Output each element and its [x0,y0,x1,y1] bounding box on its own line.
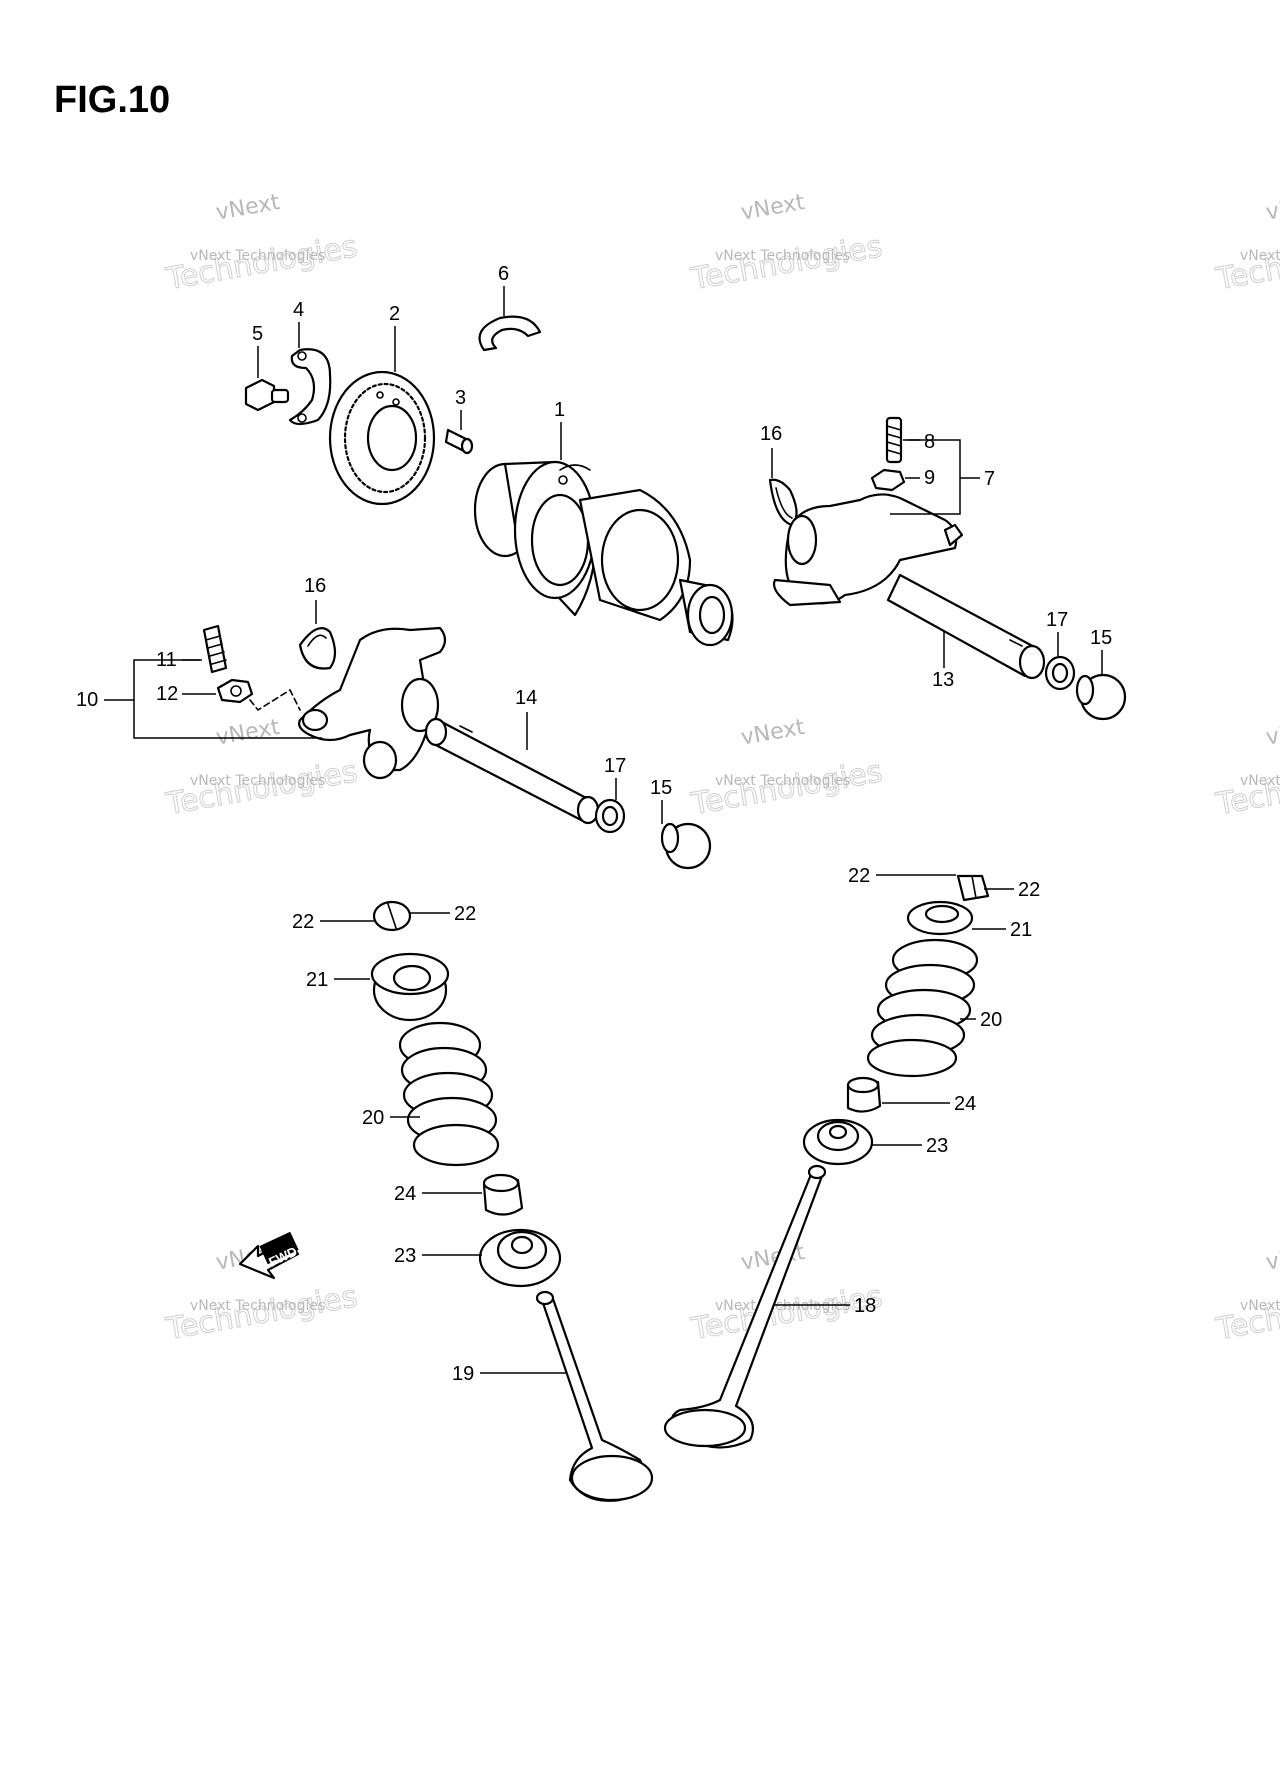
callout-19: 19 [452,1363,474,1385]
callout-22: 22 [848,865,870,887]
svg-text:vNext Technologies: vNext Technologies [1240,248,1280,264]
part-10-rocker-arm [298,626,447,780]
watermark: Technologies vNext vNext Technologies [1213,1240,1280,1348]
callout-3: 3 [455,387,466,409]
svg-text:vNext: vNext [214,190,282,226]
part-22-cotters [956,874,990,902]
part-14-rocker-shaft [424,717,600,825]
part-24-seal [846,1076,882,1113]
callout-20: 20 [362,1107,384,1129]
part-23-seat [802,1118,874,1166]
svg-text:vNext Technologies: vNext Technologies [1240,773,1280,789]
part-4-plate [288,348,332,426]
callout-6: 6 [498,263,509,285]
callout-13: 13 [932,669,954,691]
part-1-camshaft [473,460,734,647]
svg-text:vNext Technologies: vNext Technologies [190,773,325,789]
callout-7: 7 [984,468,995,490]
callout-9: 9 [924,467,935,489]
part-12-nut [216,678,254,704]
part-2-sprocket [328,370,436,506]
watermark: Technologies vNext vNext Technologies [163,190,361,298]
callout-16: 16 [760,423,782,445]
callout-23: 23 [926,1135,948,1157]
leader-dashed [249,688,301,712]
callout-17: 17 [1046,609,1068,631]
part-11-screw [202,624,228,674]
svg-text:vNext Technologies: vNext Technologies [715,248,850,264]
part-17-washer [594,798,626,834]
svg-text:vNext: vNext [739,715,807,751]
part-16-oring [298,627,337,670]
svg-text:vNext Technologies: vNext Technologies [715,1298,850,1314]
part-19-valve [535,1290,654,1502]
callout-10: 10 [76,689,98,711]
svg-text:vNext: vNext [1264,1240,1280,1276]
callout-24: 24 [954,1093,976,1115]
callout-5: 5 [252,323,263,345]
callout-4: 4 [293,299,304,321]
callout-15: 15 [1090,627,1112,649]
svg-text:vNext Technologies: vNext Technologies [190,1298,325,1314]
part-7-rocker-arm [772,493,964,607]
part-23-seat [478,1228,562,1288]
part-21-retainer [370,952,450,1022]
fwd-arrow-icon: FWD [238,1231,299,1280]
part-20-spring [398,1021,500,1167]
part-9-nut [870,468,906,492]
watermark: Technologies vNext vNext Technologies [688,715,886,823]
callout-15: 15 [650,777,672,799]
callouts: 1 2 3 4 5 6 7 8 9 10 11 12 [76,263,1112,1385]
watermark-layer: Technologies vNext vNext Technologies Te… [163,190,1280,1348]
part-22-cotters [372,900,412,932]
callout-14: 14 [515,687,537,709]
callout-21: 21 [306,969,328,991]
part-15-cap [660,822,712,870]
callout-20: 20 [980,1009,1002,1031]
callout-17: 17 [604,755,626,777]
part-18-valve [663,1164,827,1449]
part-17-washer [1044,655,1076,691]
callout-16: 16 [304,575,326,597]
part-15-cap [1075,673,1127,721]
part-16-oring [768,478,798,527]
watermark: Technologies vNext vNext Technologies [688,190,886,298]
svg-text:vNext: vNext [739,190,807,226]
svg-text:vNext: vNext [214,715,282,751]
part-5-bolt [244,378,290,412]
callout-22: 22 [454,903,476,925]
svg-text:vNext Technologies: vNext Technologies [190,248,325,264]
watermark: Technologies vNext vNext Technologies [1213,715,1280,823]
figure-title: FIG.10 [54,79,170,121]
callout-12: 12 [156,683,178,705]
svg-text:vNext: vNext [1264,190,1280,226]
svg-text:vNext: vNext [1264,715,1280,751]
part-20-spring [866,938,979,1078]
callout-2: 2 [389,303,400,325]
part-24-seal [482,1173,524,1216]
callout-22: 22 [292,911,314,933]
callout-18: 18 [854,1295,876,1317]
part-3-pin [444,428,474,455]
watermark: Technologies vNext vNext Technologies [1213,190,1280,298]
callout-21: 21 [1010,919,1032,941]
callout-24: 24 [394,1183,416,1205]
part-8-screw [885,416,903,464]
part-13-rocker-shaft [886,573,1046,680]
svg-text:vNext Technologies: vNext Technologies [1240,1298,1280,1314]
callout-11: 11 [156,649,177,671]
part-21-retainer [906,900,974,936]
callout-8: 8 [924,431,935,453]
part-6-clip [478,315,542,352]
callout-1: 1 [554,399,565,421]
svg-text:vNext Technologies: vNext Technologies [715,773,850,789]
callout-22: 22 [1018,879,1040,901]
callout-23: 23 [394,1245,416,1267]
